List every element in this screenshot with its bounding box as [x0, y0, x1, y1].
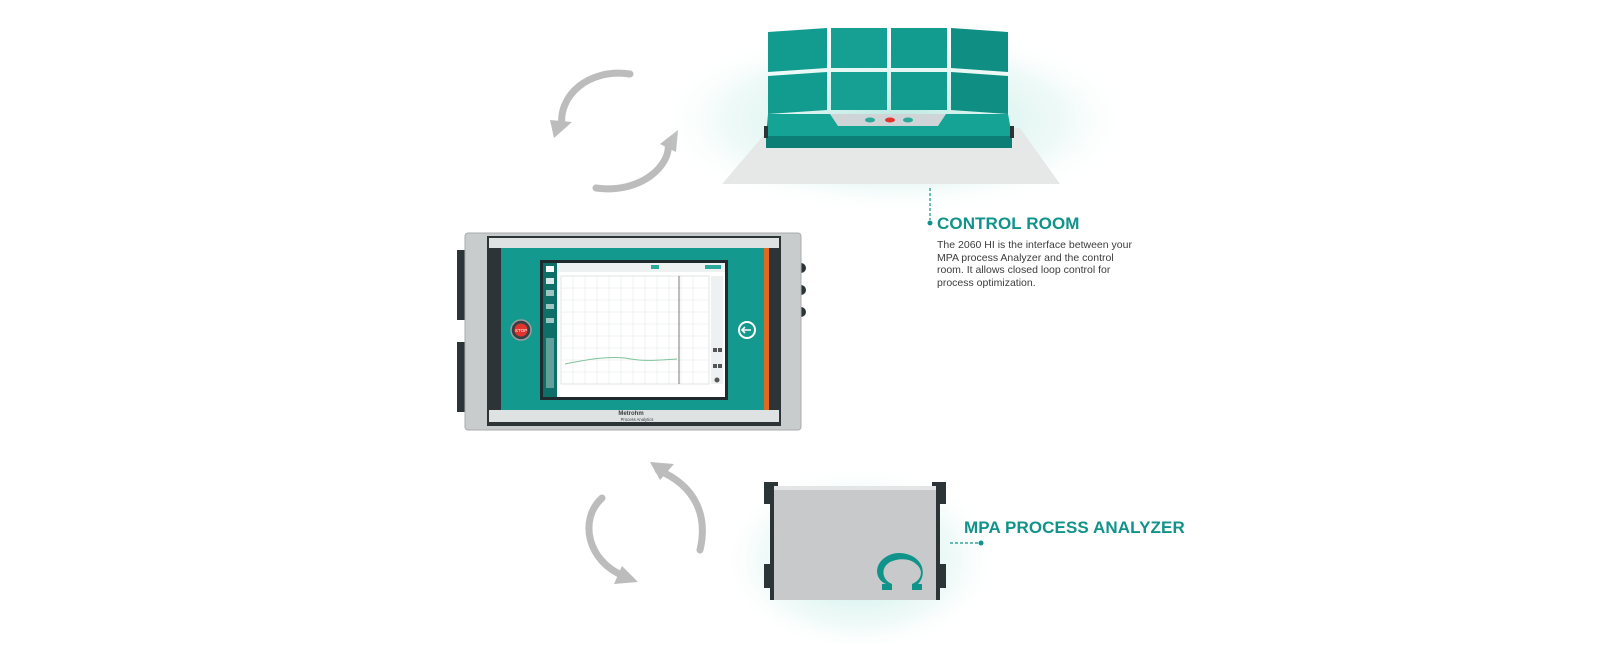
cycle-arrow-icon [654, 466, 706, 554]
power-icon [738, 321, 756, 339]
brand-sub-label: Process Analytics [621, 417, 654, 422]
description-line: process optimization. [937, 276, 1036, 289]
analyzer-heading: MPA PROCESS ANALYZER [964, 518, 1185, 537]
home-icon [546, 266, 554, 272]
description-line: The 2060 HI is the interface between you… [937, 239, 1132, 251]
cycle-arrow-icon [585, 494, 628, 580]
omega-logo-icon [877, 552, 923, 590]
control-room-heading: CONTROL ROOM [937, 214, 1080, 233]
analyzer-illustration [720, 455, 1000, 645]
stop-label: STOP [515, 328, 527, 333]
arrowhead-icon [614, 566, 638, 584]
arrowhead-icon [550, 120, 572, 138]
control-room-illustration [655, 25, 1135, 220]
connector-dot-top [927, 220, 933, 226]
cycle-arrows-bottom [585, 462, 706, 584]
cycle-arrow-icon [558, 69, 634, 130]
terminal-device: STOP Metrohm Process Analytics [457, 232, 806, 431]
brand-label: Metrohm [618, 411, 643, 417]
arrowhead-icon [650, 462, 674, 480]
control-room-description: The 2060 HI is the interface between you… [937, 239, 1152, 289]
connector-analyzer [950, 540, 984, 546]
description-line: room. It allows closed loop control for [937, 264, 1111, 276]
description-line: MPA process Analyzer and the control [937, 251, 1114, 264]
